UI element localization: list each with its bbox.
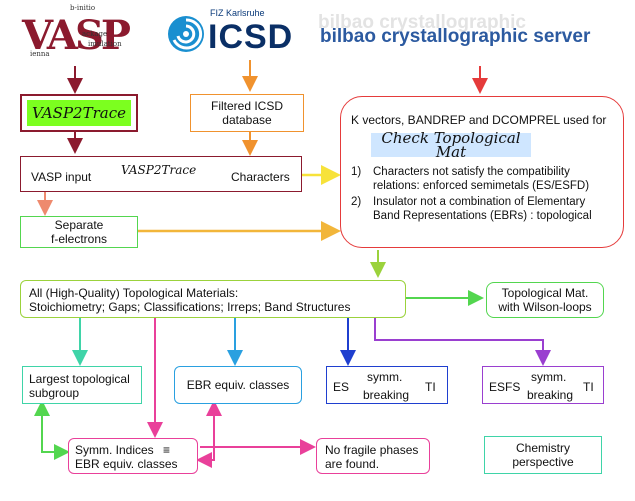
separate-f-line-1: Separate [54, 218, 104, 232]
es-left: ES [333, 380, 350, 394]
bilbao-ghost-text: bilbao crystallographic [318, 12, 526, 33]
esfs-left: ESFS [489, 380, 521, 394]
symm-indices-line-2: EBR equiv. classes [75, 457, 178, 471]
vasp2trace-box: VASP2Trace [20, 94, 138, 132]
icsd-swirl-icon [168, 16, 204, 52]
vasp-logo: VASP b-initio ackage imulation ienna [22, 4, 132, 64]
all-materials-line-1: All (High-Quality) Topological Materials… [29, 286, 239, 300]
ebr-classes-label: EBR equiv. classes [186, 378, 290, 392]
icsd-name: ICSD [208, 18, 294, 56]
vasp-logo-mark: VASP [22, 12, 131, 59]
chemistry-line-2: perspective [512, 455, 574, 469]
vasp2trace-label: VASP2Trace [27, 100, 131, 126]
chemistry-box: Chemistry perspective [484, 436, 602, 474]
check-item-1-num: 1) [351, 166, 362, 178]
largest-line-2: subgroup [29, 386, 80, 400]
wilson-line-1: Topological Mat. [501, 286, 589, 300]
check-item-1-line-2: relations: enforced semimetals (ES/ESFD) [373, 180, 590, 192]
vasp-logo-line-4: ienna [30, 50, 50, 58]
vasp-input-box: VASP input VASP2Trace Characters [20, 156, 302, 192]
check-item-1-line-1: Characters not satisfy the compatibility [373, 166, 570, 178]
icsd-logo: FIZ Karlsruhe ICSD [166, 8, 292, 56]
characters-label: Characters [231, 170, 290, 184]
symm-indices-box: Symm. Indices ≡ EBR equiv. classes [68, 438, 198, 474]
es-box: ES symm. breaking TI [326, 366, 448, 404]
check-intro: K vectors, BANDREP and DCOMPREL used for [351, 113, 607, 127]
esfs-top: symm. [531, 370, 567, 384]
check-item-2-line-1: Insulator not a combination of Elementar… [373, 196, 586, 208]
esfs-bottom: breaking [527, 388, 574, 402]
vasp-logo-line-2: ackage [82, 30, 108, 38]
no-fragile-line-2: are found. [325, 457, 380, 471]
wilson-line-2: with Wilson-loops [498, 300, 592, 314]
bilbao-logo: bilbao crystallographic server [320, 26, 591, 47]
all-materials-box: All (High-Quality) Topological Materials… [20, 280, 406, 318]
wilson-box: Topological Mat. with Wilson-loops [486, 282, 604, 318]
filtered-icsd-line-2: database [222, 113, 272, 127]
ebr-classes-box: EBR equiv. classes [174, 366, 302, 404]
largest-line-1: Largest topological [29, 372, 130, 386]
separate-f-box: Separate f-electrons [20, 216, 138, 248]
largest-subgroup-box: Largest topological subgroup [22, 366, 142, 404]
separate-f-line-2: f-electrons [50, 232, 108, 246]
no-fragile-line-1: No fragile phases [325, 443, 419, 457]
chemistry-line-1: Chemistry [515, 441, 570, 455]
vasp-input-label: VASP input [31, 170, 92, 184]
check-title: Check Topological Mat [371, 131, 531, 160]
symm-indices-line-1: Symm. Indices [75, 443, 154, 457]
filtered-icsd-box: Filtered ICSD database [190, 94, 304, 132]
check-item-2: 2) Insulator not a combination of Elemen… [351, 195, 615, 223]
icsd-org: FIZ Karlsruhe [210, 8, 265, 18]
check-item-2-num: 2) [351, 196, 362, 208]
check-item-2-line-2: Band Representations (EBRs) : topologica… [373, 210, 592, 222]
vasp-logo-line-1: b-initio [70, 4, 96, 12]
esfs-box: ESFS symm. breaking TI [482, 366, 604, 404]
check-item-1: 1) Characters not satisfy the compatibil… [351, 165, 615, 193]
filtered-icsd-line-1: Filtered ICSD [210, 99, 284, 113]
es-bottom: breaking [363, 388, 410, 402]
es-top: symm. [367, 370, 403, 384]
esfs-right: TI [583, 380, 594, 394]
check-topological-box: K vectors, BANDREP and DCOMPREL used for… [340, 96, 624, 248]
es-right: TI [425, 380, 436, 394]
vasp-logo-line-3: imulation [88, 40, 122, 48]
equiv-symbol: ≡ [163, 443, 171, 457]
all-materials-line-2: Stoichiometry; Gaps; Classifications; Ir… [29, 300, 351, 314]
no-fragile-box: No fragile phases are found. [316, 438, 430, 474]
vasp-input-arrow-label: VASP2Trace [121, 163, 197, 177]
